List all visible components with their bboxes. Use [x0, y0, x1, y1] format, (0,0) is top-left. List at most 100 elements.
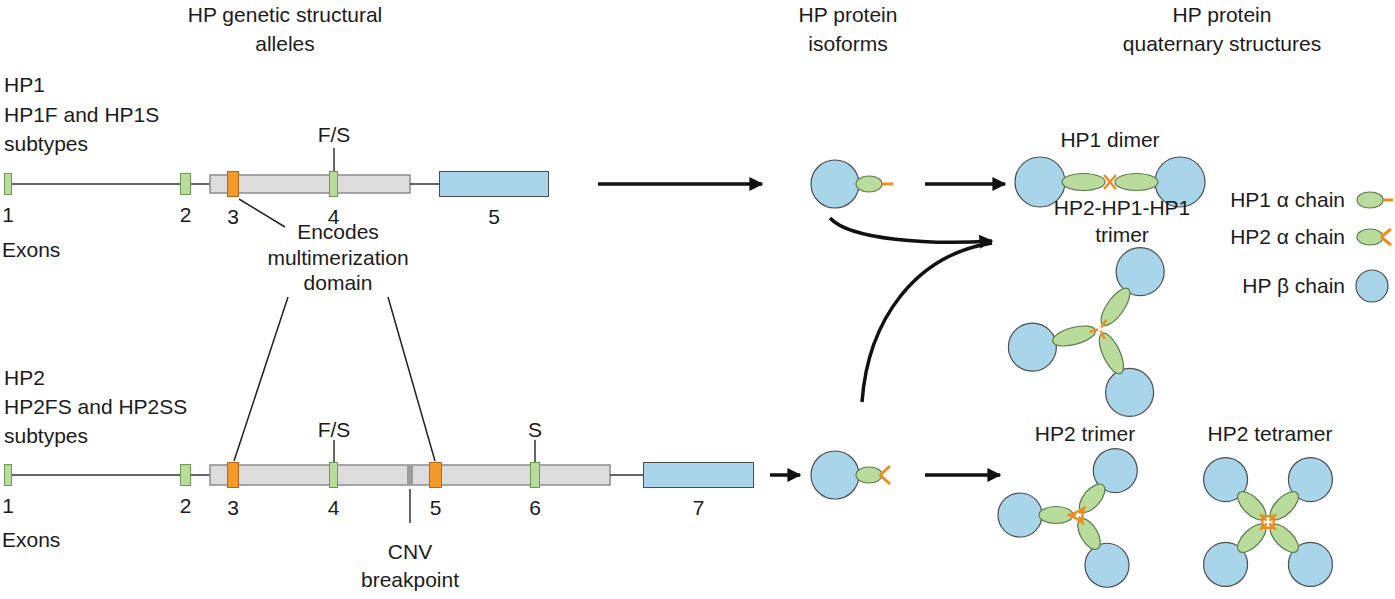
- legend-text: HP β chain: [1200, 268, 1345, 304]
- alpha-chain: [1062, 174, 1105, 191]
- variant-marker: F/S: [304, 415, 364, 444]
- column-heading: HP genetic structural alleles: [175, 0, 395, 59]
- intron-region: [210, 465, 610, 485]
- annotation: Encodes multimerization domain: [258, 219, 418, 296]
- flow-arrow: [862, 243, 992, 402]
- flow-arrow: [925, 182, 1005, 186]
- legend-entry: HP β chain: [1200, 268, 1395, 304]
- axis-caption: Exons: [2, 525, 60, 554]
- exon-number: 3: [227, 495, 239, 520]
- beta-chain: [1008, 323, 1056, 371]
- annotation: CNV breakpoint: [355, 538, 465, 594]
- beta-chain: [1085, 543, 1129, 587]
- multimer-domain: [1104, 175, 1116, 189]
- protein-complex: [1204, 458, 1333, 587]
- multimer-domain: [1070, 509, 1083, 522]
- legend-sample: [1350, 268, 1395, 304]
- exon-box: 1: [4, 464, 12, 486]
- exon-number: 5: [430, 495, 442, 520]
- leader-line: [239, 199, 285, 227]
- alpha-chain-symbol: [1357, 192, 1383, 208]
- exon-box: 2: [180, 173, 191, 195]
- protein-complex: [1008, 248, 1164, 417]
- legend-sample: [1350, 186, 1395, 214]
- exon-number: 2: [180, 493, 192, 518]
- structure-label: HP1 dimer: [1020, 126, 1200, 153]
- multimer-domain: [1262, 516, 1273, 527]
- subtype-note: HP2FS and HP2SS subtypes: [4, 392, 204, 451]
- exon-box: 2: [180, 464, 191, 486]
- structure-drawing: [1190, 420, 1350, 598]
- beta-chain: [811, 451, 859, 499]
- intron-region: [210, 175, 410, 193]
- legend-entry: HP2 α chain: [1200, 223, 1395, 251]
- axis-caption: Exons: [2, 235, 60, 264]
- multimer-domain: [1101, 331, 1105, 339]
- flow-arrow: [925, 473, 1000, 477]
- allele-name: HP2: [4, 363, 45, 392]
- exon-box: 6: [530, 462, 540, 488]
- exon-box: 5: [429, 462, 442, 488]
- alpha-chain: [1266, 520, 1303, 557]
- variant-tick: [333, 148, 335, 171]
- variant-tick: [333, 440, 335, 462]
- beta-chain: [811, 160, 859, 208]
- gene-backbone: [191, 474, 210, 476]
- quaternary-structure: HP2 tetramer: [1190, 420, 1350, 598]
- flow-arrow: [770, 473, 800, 477]
- structure-drawing: [985, 420, 1185, 598]
- multimer-domain: [1383, 199, 1393, 202]
- quaternary-structure: HP2 trimer: [985, 420, 1185, 598]
- breakpoint-tick: [409, 489, 411, 523]
- structure-label: HP2 tetramer: [1190, 420, 1350, 447]
- multimer-domain: [1381, 229, 1391, 245]
- flow-arrow: [830, 218, 992, 242]
- multimer-domain: [880, 466, 890, 484]
- exon-number: 3: [227, 204, 239, 229]
- gene-backbone: [191, 183, 210, 185]
- exon-box: 3: [227, 462, 239, 488]
- legend-swatch: [1356, 270, 1388, 302]
- exon-box: 4: [329, 171, 338, 197]
- multimer-domain: [882, 183, 893, 186]
- exon-box: 1: [4, 173, 12, 195]
- variant-marker: F/S: [304, 120, 364, 149]
- subtype-note: HP1F and HP1S subtypes: [4, 100, 204, 159]
- leader-line: [234, 297, 288, 461]
- structure-drawing: [990, 194, 1200, 421]
- beta-chain: [998, 493, 1042, 537]
- alpha-chain: [1266, 487, 1303, 524]
- legend-entry: HP1 α chain: [1200, 186, 1395, 214]
- exon-number: 4: [328, 495, 340, 520]
- exon-number: 1: [2, 493, 14, 518]
- protein-complex: [998, 449, 1137, 588]
- leader-line: [388, 297, 435, 461]
- legend-text: HP2 α chain: [1200, 223, 1345, 251]
- exon-box: 7: [643, 462, 754, 488]
- allele-name: HP1: [4, 70, 45, 99]
- alpha-chain-symbol: [1357, 229, 1383, 245]
- gene-backbone: [610, 474, 643, 476]
- alpha-chain: [1233, 487, 1270, 524]
- gene-backbone: [12, 474, 180, 476]
- variant-tick: [534, 440, 536, 462]
- alpha-chain: [1115, 174, 1158, 191]
- breakpoint-bar: [407, 466, 413, 484]
- structure-label: HP2-HP1-HP1 trimer: [1042, 194, 1202, 249]
- exon-number: 2: [180, 202, 192, 227]
- alpha-chain: [1096, 284, 1135, 330]
- exon-box: 5: [439, 171, 549, 197]
- exon-box: 3: [227, 171, 239, 197]
- exon-number: 1: [2, 202, 14, 227]
- column-heading: HP protein isoforms: [783, 0, 913, 59]
- exon-box: 4: [329, 462, 338, 488]
- alpha-chain: [856, 467, 882, 483]
- quaternary-structure: HP2-HP1-HP1 trimer: [990, 194, 1200, 421]
- exon-number: 7: [693, 495, 705, 520]
- legend-sample: [1350, 223, 1395, 251]
- alpha-chain: [1094, 330, 1128, 377]
- beta-chain: [1106, 368, 1154, 416]
- gene-backbone: [410, 183, 439, 185]
- variant-marker: S: [515, 415, 555, 444]
- column-heading: HP protein quaternary structures: [1121, 0, 1323, 59]
